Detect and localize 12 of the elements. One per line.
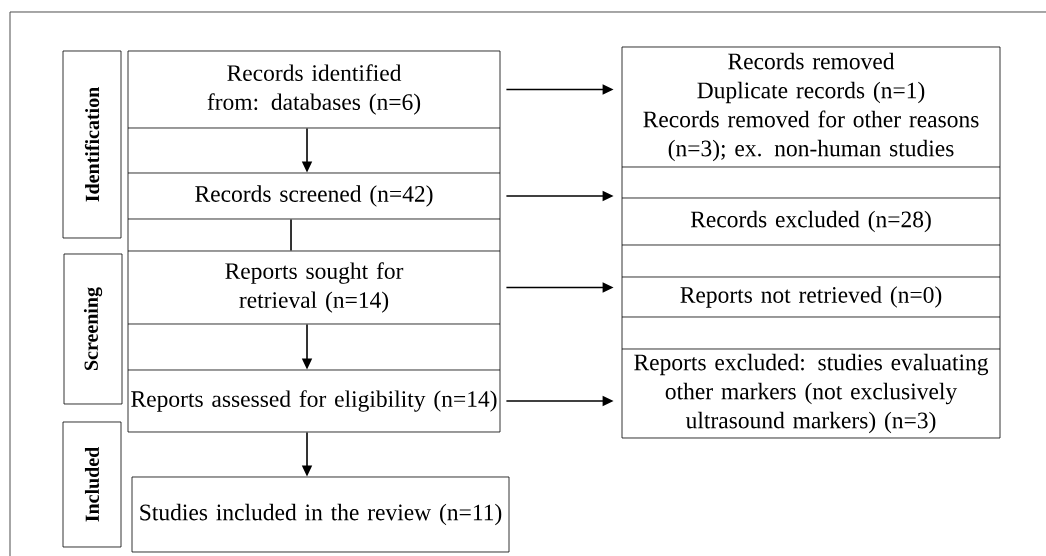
stage-label-box: Screening <box>63 253 123 405</box>
process-box: Reports excluded: studies evaluating other markers (not exclusively ultrasound markers) (n=3) <box>621 348 1001 439</box>
process-box: Records screened (n=42) <box>127 172 501 220</box>
process-box: Reports assessed for eligibility (n=14) <box>127 369 501 433</box>
process-box: Records removed Duplicate records (n=1) Records removed for other reasons (n=3); ex. non-human studies <box>621 46 1001 168</box>
process-box: Records excluded (n=28) <box>621 197 1001 246</box>
process-box: Reports not retrieved (n=0) <box>621 276 1001 318</box>
process-box: Reports sought for retrieval (n=14) <box>127 250 501 325</box>
stage-label-box: Identification <box>62 50 122 239</box>
process-box: Studies included in the review (n=11) <box>131 476 510 553</box>
process-box: Records identified from: databases (n=6) <box>127 50 501 129</box>
stage-label-box: Included <box>62 421 122 548</box>
